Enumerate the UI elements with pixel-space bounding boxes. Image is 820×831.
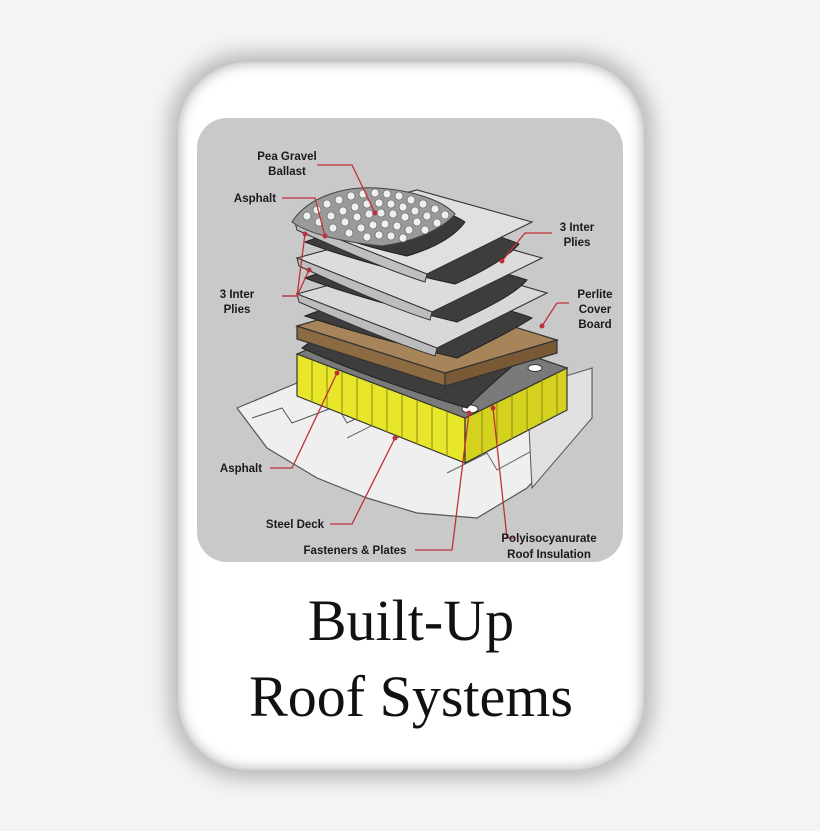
- label-fasteners-plates: Fasteners & Plates: [304, 545, 407, 557]
- roof-layer-diagram: Pea Gravel Ballast Asphalt 3 Inter Plies…: [197, 118, 623, 562]
- label-asphalt-bottom: Asphalt: [220, 463, 262, 475]
- label-roof-insulation: Roof Insulation: [507, 549, 591, 561]
- label-asphalt-top: Asphalt: [234, 193, 276, 205]
- title-line-1: Built-Up: [307, 588, 515, 653]
- label-board: Board: [578, 319, 611, 331]
- label-plies-right: Plies: [564, 237, 591, 249]
- leader-dots: [302, 210, 545, 441]
- title-line-2: Roof Systems: [249, 664, 573, 729]
- label-inter-plies-right: 3 Inter: [560, 222, 595, 234]
- label-polyisocyanurate: Polyisocyanurate: [501, 533, 596, 545]
- label-plies-left: Plies: [224, 304, 251, 316]
- label-cover: Cover: [579, 304, 612, 316]
- pea-gravel-ballast: [291, 187, 456, 247]
- label-pea-gravel: Pea Gravel: [257, 151, 316, 163]
- label-ballast: Ballast: [268, 166, 306, 178]
- label-steel-deck: Steel Deck: [266, 519, 325, 531]
- leader-lines: [270, 164, 569, 551]
- label-inter-plies-left: 3 Inter: [220, 289, 255, 301]
- label-perlite: Perlite: [577, 289, 612, 301]
- roof-layers-illustration: Pea Gravel Ballast Asphalt 3 Inter Plies…: [220, 151, 613, 561]
